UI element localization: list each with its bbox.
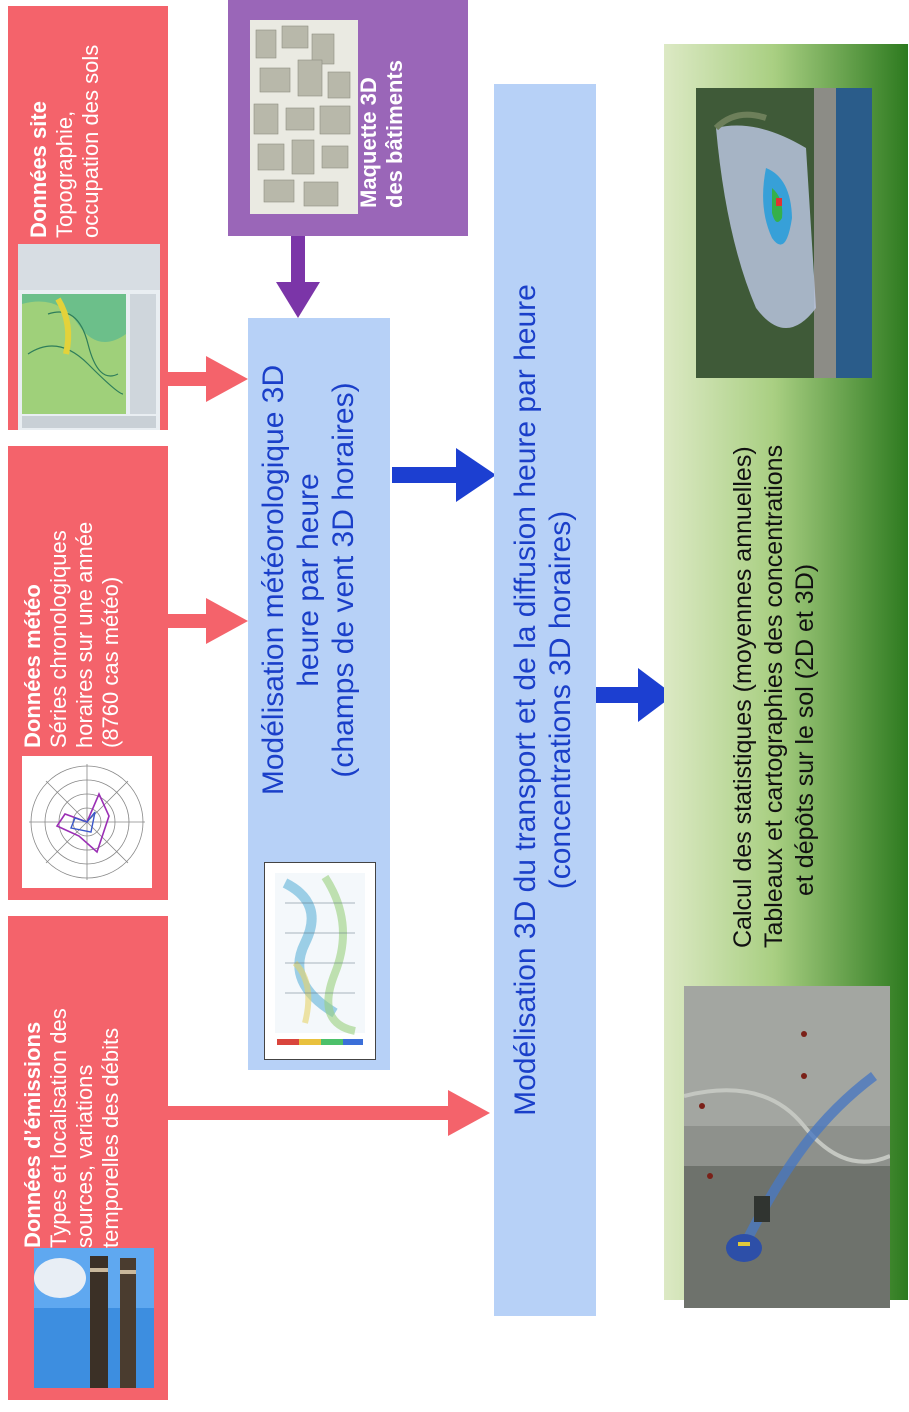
emissions-data-line-2: sources, variations [72, 1064, 97, 1248]
wind-rose-image [22, 756, 152, 888]
emissions-data-title: Données d’émissions [20, 1021, 45, 1248]
site-data-line-1: Topographie, [52, 110, 77, 238]
buildings-line-2: des bâtiments [382, 60, 407, 208]
meteo-data-box: Données météo Séries chronologiques hora… [8, 446, 168, 900]
site-data-box: Données site Topographie, occupation des… [8, 6, 168, 430]
results-line-2: Tableaux et cartographies des concentrat… [760, 444, 788, 948]
wind-field-image [264, 862, 376, 1060]
arrow-meteo-model-to-transport-model [392, 448, 496, 502]
arrow-buildings-to-meteo-model [276, 236, 320, 318]
emissions-data-line-1: Types et localisation des [46, 1008, 71, 1248]
transport-model-line-2: (concentrations 3D horaires) [544, 510, 577, 890]
chimney-photo [34, 1248, 154, 1388]
meteo-model-box: Modélisation météorologique 3D heure par… [248, 318, 390, 1070]
emissions-data-box: Données d’émissions Types et localisatio… [8, 916, 168, 1400]
site-data-line-2: occupation des sols [78, 44, 103, 238]
topography-map-image [18, 244, 160, 430]
arrow-emissions-to-transport-model [168, 1090, 490, 1136]
site-deposition-map-image [684, 986, 890, 1308]
arrow-site-to-meteo-model [168, 356, 248, 402]
arrow-meteo-data-to-meteo-model [168, 598, 248, 644]
meteo-data-line-2: horaires sur une année [72, 521, 97, 748]
emissions-data-line-3: temporelles des débits [98, 1027, 123, 1248]
transport-model-line-1: Modélisation 3D du transport et de la di… [509, 284, 542, 1116]
meteo-data-line-1: Séries chronologiques [46, 530, 71, 748]
arrow-transport-model-to-results [596, 668, 674, 722]
meteo-model-line-2: heure par heure [292, 473, 325, 687]
buildings-model-box: Maquette 3D des bâtiments [228, 0, 468, 236]
results-box: Calcul des statistiques (moyennes annuel… [664, 44, 908, 1308]
meteo-data-title: Données météo [20, 584, 45, 748]
plume-map-image [696, 88, 872, 378]
results-line-3: et dépôts sur le sol (2D et 3D) [791, 563, 819, 896]
meteo-data-line-3: (8760 cas météo) [98, 576, 123, 748]
transport-model-box: Modélisation 3D du transport et de la di… [494, 84, 596, 1316]
results-line-1: Calcul des statistiques (moyennes annuel… [729, 446, 757, 948]
site-data-title: Données site [26, 101, 51, 238]
meteo-model-line-1: Modélisation météorologique 3D [257, 364, 290, 796]
buildings-3d-image [250, 20, 358, 214]
buildings-line-1: Maquette 3D [356, 77, 381, 208]
meteo-model-line-3: (champs de vent 3D horaires) [327, 382, 360, 778]
